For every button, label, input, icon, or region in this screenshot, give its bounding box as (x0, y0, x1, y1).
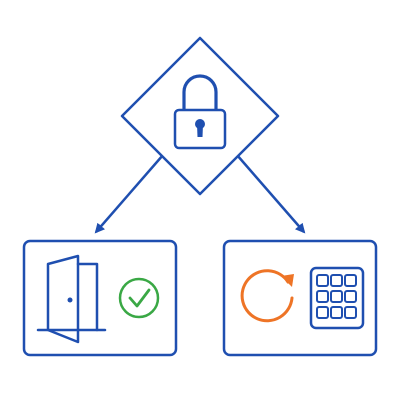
lock-icon (173, 74, 227, 150)
decision-node (120, 36, 280, 196)
retry-node (222, 239, 378, 357)
keypad-icon (309, 266, 365, 330)
keypad-key (330, 274, 343, 287)
keypad-key (316, 306, 329, 319)
keypad-key (344, 290, 357, 303)
retry-arrow-icon (240, 269, 294, 323)
keypad-key (316, 274, 329, 287)
access-granted-box (22, 239, 178, 357)
checkmark-circle-icon (118, 277, 160, 319)
access-granted-node (22, 239, 178, 357)
arrow-to-retry (236, 154, 306, 234)
keypad-key (330, 306, 343, 319)
keypad-key (316, 290, 329, 303)
keypad-key (344, 306, 357, 319)
keypad-key (344, 274, 357, 287)
keypad-key (330, 290, 343, 303)
open-door-icon (36, 254, 107, 344)
arrow-to-access-granted (94, 154, 164, 234)
